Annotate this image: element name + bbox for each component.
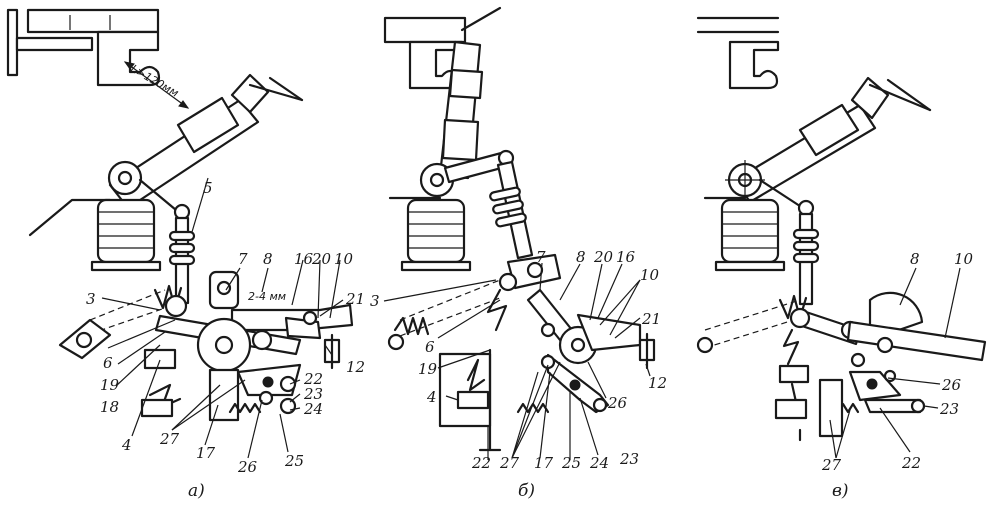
- panel-a-insulator: [90, 198, 162, 272]
- panel-c-labels: 8 10 26 23 22 27: [821, 250, 974, 474]
- panel-c: 8 10 26 23 22 27 в): [696, 16, 987, 501]
- label: 24: [589, 454, 609, 472]
- label: 10: [954, 250, 974, 268]
- label: 20: [311, 250, 332, 268]
- label: 8: [910, 250, 920, 268]
- label: 4: [426, 388, 437, 406]
- label: 4: [121, 436, 132, 454]
- panel-a-drive: [154, 270, 354, 422]
- caption-c: в): [832, 481, 849, 501]
- panel-b-labels: 3 6 19 4 7 8 20 16 10 21 12 22 27 17 25 …: [370, 248, 667, 472]
- label: 17: [534, 454, 554, 472]
- panel-c-leaders: [829, 267, 961, 459]
- panel-b-insulator: [400, 198, 472, 272]
- label: 27: [159, 430, 180, 448]
- panel-c-fixed-contact: [696, 16, 780, 90]
- panel-a-labels: 3 5 7 8 16 20 10 21 12 22 23 24 25 26 17…: [86, 179, 365, 476]
- label: 17: [196, 444, 216, 462]
- label: 25: [284, 452, 304, 470]
- label: 21: [641, 310, 661, 328]
- label: 18: [100, 398, 119, 416]
- panel-b-drive: [506, 253, 656, 414]
- label: 21: [345, 290, 365, 308]
- label: 3: [370, 292, 380, 310]
- label: 16: [294, 250, 314, 268]
- label: 27: [821, 456, 842, 474]
- panel-c-insulator: [714, 198, 786, 272]
- panel-a-spring: [58, 284, 188, 418]
- label: 16: [616, 248, 636, 266]
- label: 26: [941, 376, 962, 394]
- label: 8: [576, 248, 586, 266]
- label: 7: [238, 250, 248, 268]
- label: 10: [334, 250, 354, 268]
- panel-c-rod: [758, 178, 820, 306]
- label: 5: [203, 179, 213, 197]
- panel-c-blade: [733, 76, 932, 204]
- gap-label: 2-4 мм: [248, 290, 286, 303]
- label: 23: [939, 400, 959, 418]
- caption-b: б): [518, 481, 535, 501]
- label: 20: [593, 248, 614, 266]
- label: 22: [303, 370, 323, 388]
- label: 12: [648, 374, 667, 392]
- panel-a-blade: [108, 73, 304, 210]
- label: 22: [901, 454, 921, 472]
- caption-a: а): [188, 481, 205, 501]
- label: 19: [418, 360, 438, 378]
- panel-a-fixed-contact: [6, 8, 161, 87]
- label: 22: [471, 454, 491, 472]
- panel-c-drive: [794, 291, 987, 438]
- label: 25: [561, 454, 581, 472]
- panel-a: L>120мм: [6, 8, 365, 501]
- label: 6: [425, 338, 435, 356]
- panel-b-leaders: [383, 262, 651, 460]
- label: 23: [619, 450, 639, 468]
- label: 12: [346, 358, 365, 376]
- label: 6: [103, 354, 113, 372]
- panel-a-leaders: [101, 177, 344, 459]
- label: 27: [499, 454, 520, 472]
- label: 8: [263, 250, 273, 268]
- panel-b: 3 6 19 4 7 8 20 16 10 21 12 22 27 17 25 …: [370, 6, 667, 501]
- label: 24: [303, 400, 323, 418]
- panel-b-rod: [443, 149, 534, 260]
- panel-b-spring: [387, 272, 518, 452]
- label: 23: [303, 385, 323, 403]
- label: 26: [607, 394, 628, 412]
- label: 7: [536, 248, 546, 266]
- panel-b-fixed-contact: [383, 6, 502, 90]
- label: 10: [640, 266, 660, 284]
- label: 26: [237, 458, 258, 476]
- label: 19: [100, 376, 120, 394]
- panel-b-blade: [438, 40, 484, 180]
- label: 3: [86, 290, 96, 308]
- panel-c-spring: [696, 294, 811, 442]
- panel-a-rod: [138, 178, 196, 305]
